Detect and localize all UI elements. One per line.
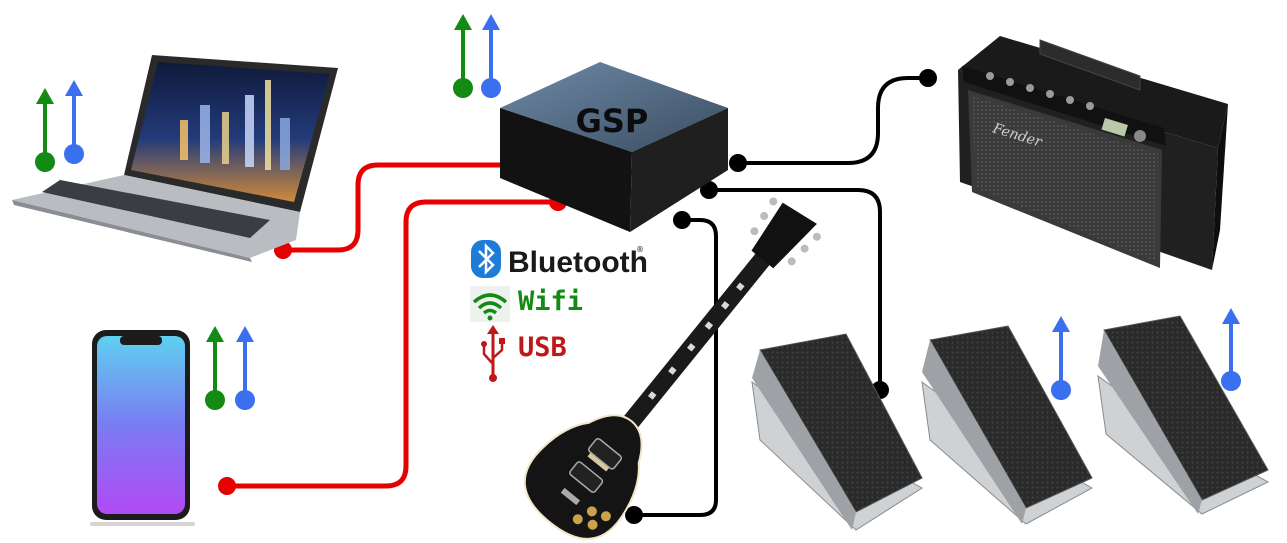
gsp-bluetooth-arrow — [481, 14, 501, 98]
audio-cable-amp-end-amp — [919, 69, 937, 87]
bluetooth-icon — [471, 240, 501, 278]
expression-pedal-2 — [921, 325, 1094, 525]
laptop — [12, 55, 338, 262]
audio-cable-guitar — [634, 218, 718, 517]
svg-text:®: ® — [636, 245, 644, 254]
bluetooth-label: Bluetooth — [508, 246, 648, 279]
expression-pedal-3 — [1097, 315, 1270, 515]
audio-cable-pedal-end-hub — [700, 181, 718, 199]
usb-cable-phone-end — [218, 477, 236, 495]
laptop-wifi-arrow — [35, 88, 55, 172]
usb-cable-phone — [227, 199, 558, 489]
gsp-box: GSP — [500, 62, 728, 232]
audio-cable-guitar-end-guitar — [625, 506, 643, 524]
phone-bluetooth-arrow — [235, 326, 255, 410]
smartphone — [90, 330, 195, 526]
gsp-wifi-arrow — [453, 14, 473, 98]
audio-cable-pedal — [709, 188, 882, 390]
pedal-3-bluetooth-arrow — [1221, 308, 1241, 391]
electric-guitar — [523, 197, 821, 540]
pedal-2-bluetooth-arrow — [1051, 316, 1071, 400]
audio-cable-amp-end-hub — [729, 154, 747, 172]
usb-icon — [481, 325, 505, 382]
connectivity-legend: Bluetooth ® Wifi USB — [470, 240, 648, 382]
wifi-icon — [470, 286, 510, 322]
phone-wifi-arrow — [205, 326, 225, 410]
usb-label: USB — [518, 332, 567, 363]
audio-cable-amp — [738, 76, 928, 165]
wifi-label: Wifi — [518, 286, 583, 317]
usb-cable-laptop — [283, 162, 510, 253]
guitar-amplifier: Fender — [958, 36, 1228, 270]
gsp-label: GSP — [576, 102, 649, 140]
audio-cable-guitar-end-hub — [673, 211, 691, 229]
laptop-bluetooth-arrow — [64, 80, 84, 164]
expression-pedal-1 — [751, 333, 923, 531]
